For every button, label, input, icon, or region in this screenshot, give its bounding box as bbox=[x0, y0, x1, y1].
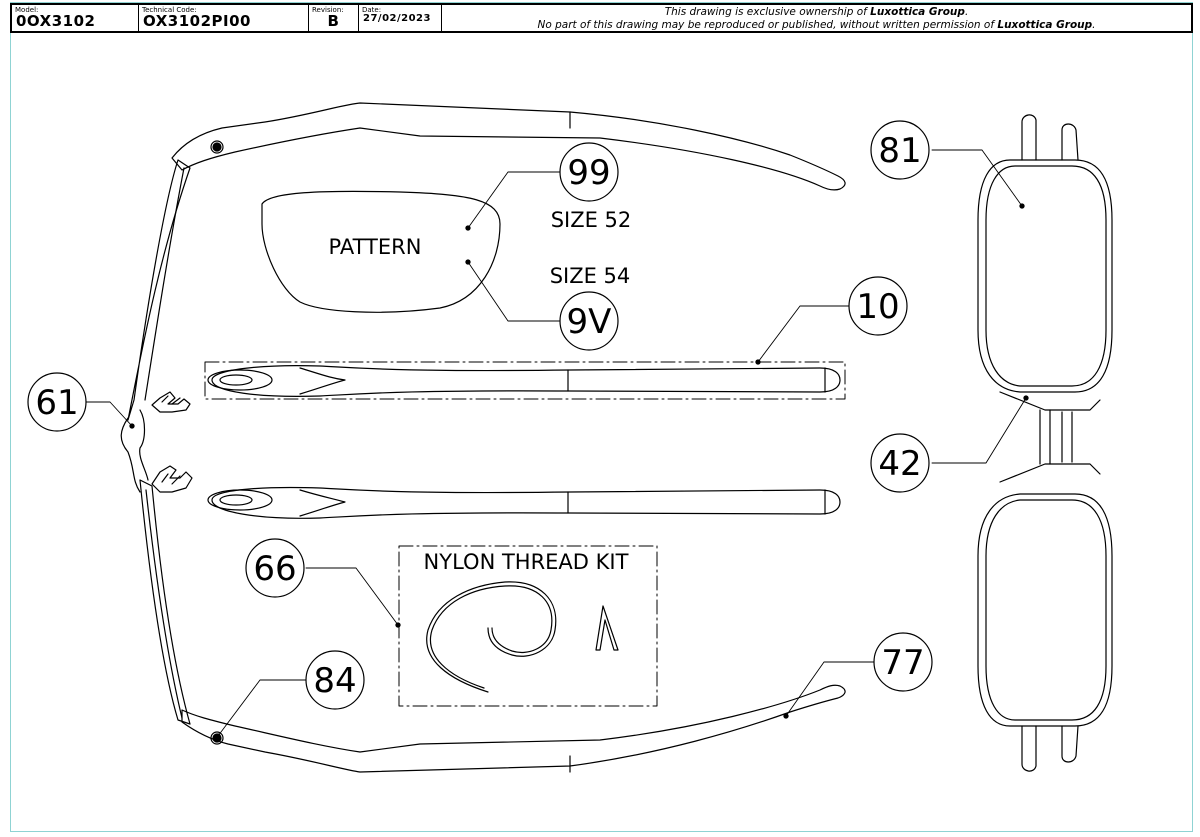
callout-84: 84 bbox=[305, 650, 365, 710]
technical-code-cell: Technical Code: OX3102PI00 bbox=[139, 5, 309, 31]
lens-pattern bbox=[261, 190, 501, 313]
leader-lines bbox=[85, 149, 1029, 739]
upper-pad-arm bbox=[151, 391, 191, 413]
date-cell: Date: 27/02/2023 bbox=[359, 5, 442, 31]
bridge bbox=[120, 409, 149, 493]
callout-42: 42 bbox=[870, 433, 930, 493]
revision-label: Revision: bbox=[312, 6, 344, 14]
revision-value: B bbox=[327, 12, 340, 30]
pattern-label: PATTERN bbox=[329, 235, 422, 259]
temple-tip-10 bbox=[204, 361, 846, 400]
temple-tip-lower bbox=[207, 486, 841, 519]
callout-77: 77 bbox=[873, 632, 933, 692]
model-value: 0OX3102 bbox=[16, 12, 96, 30]
front-bridge bbox=[999, 391, 1101, 483]
svg-text:10: 10 bbox=[856, 287, 899, 327]
ownership-notice-cell: This drawing is exclusive ownership of L… bbox=[442, 5, 1191, 31]
callout-10: 10 bbox=[848, 276, 908, 336]
svg-text:99: 99 bbox=[567, 153, 610, 193]
callout-61: 61 bbox=[27, 372, 87, 432]
revision-cell: Revision: B bbox=[309, 5, 359, 31]
date-label: Date: bbox=[362, 6, 382, 14]
technical-code-label: Technical Code: bbox=[142, 6, 197, 14]
frame-front-view bbox=[977, 114, 1113, 772]
date-value: 27/02/2023 bbox=[363, 13, 431, 24]
temple-tip-10-box bbox=[204, 361, 846, 400]
technical-code-value: OX3102PI00 bbox=[143, 12, 251, 30]
callout-66: 66 bbox=[245, 538, 305, 598]
model-label: Model: bbox=[15, 6, 39, 14]
ownership-notice-line1: This drawing is exclusive ownership of L… bbox=[664, 6, 969, 18]
svg-text:77: 77 bbox=[881, 643, 924, 683]
front-lower-lens bbox=[977, 493, 1113, 727]
ownership-notice-line2: No part of this drawing may be reproduce… bbox=[537, 19, 1096, 31]
upper-temple bbox=[171, 102, 846, 191]
front-upper-lens bbox=[977, 159, 1113, 393]
lower-pad-arm bbox=[151, 465, 193, 493]
size-52-label: SIZE 52 bbox=[551, 208, 632, 232]
frame-top-view bbox=[120, 102, 846, 773]
size-54-label: SIZE 54 bbox=[550, 264, 631, 288]
svg-text:66: 66 bbox=[253, 549, 296, 589]
upper-rim bbox=[127, 159, 191, 421]
lower-temple bbox=[181, 684, 846, 773]
upper-hinge-screw bbox=[212, 142, 222, 152]
callout-99: 99 bbox=[559, 142, 619, 202]
callout-9v: 9V bbox=[559, 291, 619, 351]
svg-text:84: 84 bbox=[313, 661, 356, 701]
callout-81: 81 bbox=[870, 120, 930, 180]
svg-text:9V: 9V bbox=[567, 302, 612, 342]
svg-text:61: 61 bbox=[35, 383, 78, 423]
svg-text:42: 42 bbox=[878, 444, 921, 484]
lower-rim bbox=[139, 479, 191, 725]
drawing-sheet-border bbox=[10, 2, 1193, 832]
model-cell: Model: 0OX3102 bbox=[12, 5, 139, 31]
title-block: Model: 0OX3102 Technical Code: OX3102PI0… bbox=[10, 3, 1193, 33]
nylon-thread-kit-label: NYLON THREAD KIT bbox=[424, 550, 629, 574]
svg-text:81: 81 bbox=[878, 131, 921, 171]
